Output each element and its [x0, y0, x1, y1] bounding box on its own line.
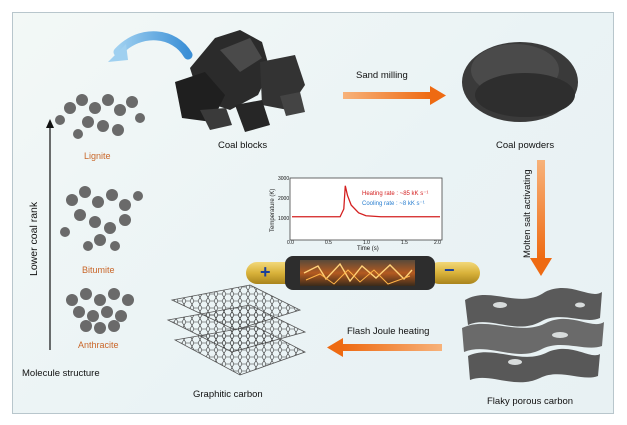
anthracite-molecule	[66, 288, 134, 334]
bitumite-molecule	[60, 186, 143, 251]
molten-salt-arrow	[530, 160, 552, 276]
molten-salt-label: Molten salt activating	[522, 169, 533, 258]
minus-terminal: −	[444, 260, 455, 280]
flash-joule-arrow	[327, 338, 442, 357]
lignite-label: Lignite	[84, 151, 111, 161]
xtick-0-5: 0.5	[325, 240, 332, 246]
coal-blocks-label: Coal blocks	[218, 140, 268, 151]
xtick-2-0: 2.0	[434, 240, 441, 246]
coal-powders-image	[462, 42, 578, 122]
flash-joule-device	[246, 256, 480, 290]
flash-joule-label: Flash Joule heating	[347, 326, 430, 337]
temperature-curve	[292, 185, 440, 218]
sand-milling-label: Sand milling	[356, 70, 408, 81]
graphitic-carbon-image	[166, 284, 307, 376]
plus-terminal: +	[260, 262, 271, 282]
heating-rate-label: Heating rate : ~85 kK s⁻¹	[362, 191, 429, 197]
lignite-molecule	[55, 94, 145, 139]
xtick-0-0: 0.0	[287, 240, 294, 246]
flaky-porous-carbon-label: Flaky porous carbon	[487, 396, 574, 407]
graphitic-carbon-label: Graphitic carbon	[193, 389, 263, 400]
flaky-porous-carbon-image	[462, 288, 604, 383]
coal-powders-label: Coal powders	[496, 140, 555, 151]
ytick-1000: 1000	[278, 216, 290, 222]
coal-blocks-image	[175, 30, 305, 132]
bitumite-label: Bitumite	[82, 265, 115, 275]
sand-milling-arrow	[343, 86, 446, 105]
inset-chart	[289, 177, 443, 241]
molecule-structure-label: Molecule structure	[22, 368, 100, 379]
ytick-2000: 2000	[278, 196, 290, 202]
cooling-rate-label: Cooling rate : ~8 kK s⁻¹	[362, 201, 425, 207]
chart-xlabel: Time (s)	[357, 246, 379, 252]
anthracite-label: Anthracite	[78, 340, 119, 350]
lower-coal-rank-label: Lower coal rank	[28, 201, 40, 276]
xtick-1-0: 1.0	[363, 240, 370, 246]
blue-curved-arrow	[108, 31, 193, 62]
coal-rank-axis-arrow	[46, 119, 54, 350]
ytick-3000: 3000	[278, 176, 290, 182]
xtick-1-5: 1.5	[401, 240, 408, 246]
chart-ylabel: Temperature (K)	[270, 188, 276, 232]
